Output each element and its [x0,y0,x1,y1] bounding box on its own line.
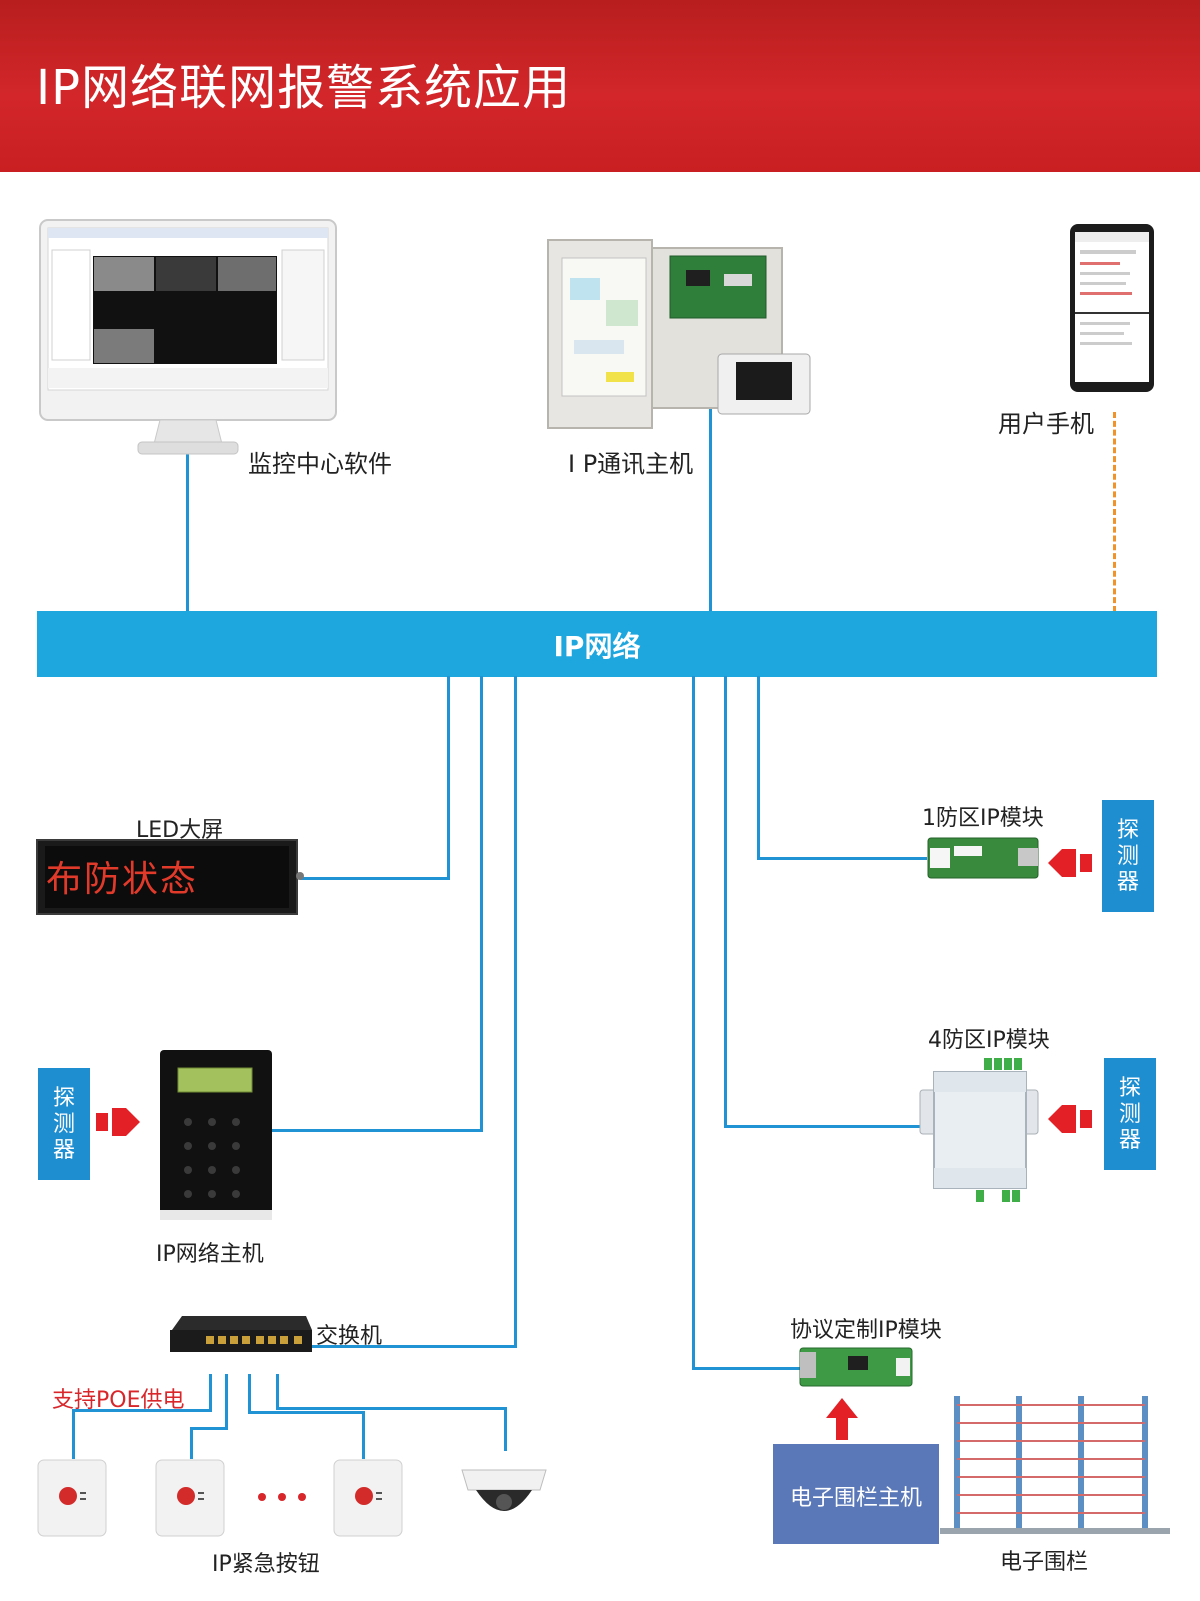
comm-host-cabinet-icon [547,239,811,429]
arrow-detector-to-keypad [96,1108,140,1136]
zone1-module-label: 1防区IP模块 [922,806,1044,831]
wire-poe-3h [248,1411,364,1414]
emergency-button-3-icon [333,1459,403,1537]
wire-poe-3d [362,1411,365,1459]
wire-poe-4 [276,1374,279,1410]
arrow-detector-to-zone1 [1048,849,1092,877]
emergency-button-1-icon [37,1459,107,1537]
monitor-icon [39,219,337,455]
wire-zone4-h [724,1125,924,1128]
wire-led-h [300,877,450,880]
detector-zone1-label: 探测器 [1116,818,1139,895]
wire-poe-1d [72,1409,75,1459]
detector-zone4: 探测器 [1104,1058,1156,1170]
page-title: IP网络联网报警系统应用 [36,60,572,116]
zone4-module-icon [919,1058,1039,1202]
wire-poe-1 [209,1374,212,1412]
fence-host-box: 电子围栏主机 [773,1444,939,1544]
comm-host-label: I P通讯主机 [568,450,694,478]
zone4-module-label: 4防区IP模块 [928,1028,1050,1053]
user-phone-label: 用户手机 [998,410,1094,438]
ip-network-label: IP网络 [553,630,641,663]
switch-label: 交换机 [316,1324,383,1349]
led-screen-icon [36,839,304,915]
wire-switch-v [514,676,517,1348]
electronic-fence-icon [940,1396,1170,1534]
detector-zone1: 探测器 [1102,800,1154,912]
network-host-label: IP网络主机 [156,1242,264,1267]
protocol-module-label: 协议定制IP模块 [790,1318,942,1343]
wire-keypad-v [480,676,483,1132]
wire-switch-h [305,1345,517,1348]
wire-zone1-v [757,676,760,860]
ip-network-bus: IP网络 [37,611,1157,677]
wire-poe-4h [276,1407,506,1410]
zone1-module-icon [927,837,1039,879]
keypad-host-icon [160,1050,272,1220]
wire-protocol-h [692,1367,802,1370]
wire-poe-2d [190,1427,193,1459]
wire-poe-2h [190,1427,228,1430]
wire-keypad-h [270,1129,483,1132]
led-screen-label: LED大屏 [136,818,224,843]
emergency-button-2-icon [155,1459,225,1537]
wireless-link-phone [1113,412,1116,612]
arrow-detector-to-zone4 [1048,1105,1092,1133]
wire-poe-1h [72,1409,212,1412]
wire-poe-3 [248,1374,251,1414]
header-banner: IP网络联网报警系统应用 [0,0,1200,172]
switch-icon [170,1316,312,1352]
phone-icon [1070,224,1154,392]
wire-led-v [447,676,450,880]
wire-comm-host [709,402,712,612]
wire-poe-4d [504,1407,507,1451]
wire-protocol-v [692,676,695,1370]
detector-left: 探测器 [38,1068,90,1180]
led-display-text: 布防状态 [46,859,199,900]
detector-zone4-label: 探测器 [1118,1076,1141,1153]
arrow-fence-host-to-module [826,1398,858,1440]
ellipsis-dots [258,1493,306,1501]
detector-left-label: 探测器 [52,1086,75,1163]
fence-host-label: 电子围栏主机 [789,1486,922,1511]
wire-monitor [186,454,189,612]
fence-label: 电子围栏 [1000,1550,1089,1575]
wire-poe-2 [225,1374,228,1430]
emergency-button-label: IP紧急按钮 [212,1552,320,1577]
wire-zone1-h [757,857,927,860]
dome-camera-icon [461,1469,547,1511]
monitor-software-label: 监控中心软件 [248,450,392,478]
poe-label: 支持POE供电 [52,1388,185,1413]
wire-zone4-v [724,676,727,1128]
protocol-module-icon [799,1347,913,1387]
